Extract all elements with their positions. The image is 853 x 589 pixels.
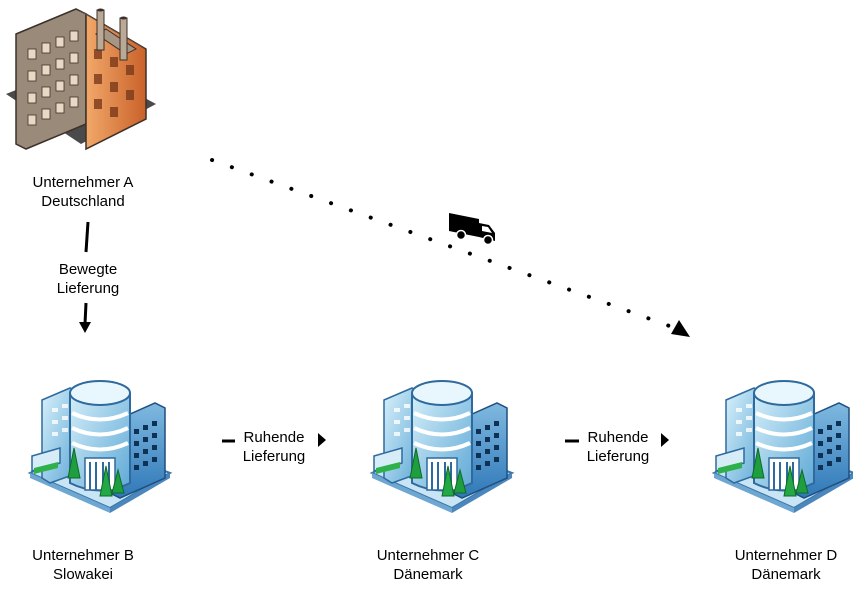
node-country: Dänemark <box>751 566 821 583</box>
edge-label-line: Lieferung <box>56 280 120 297</box>
node-label-c: Unternehmer C Dänemark <box>345 546 511 584</box>
edge-label-line: Ruhende <box>243 429 305 446</box>
node-label-a: Unternehmer A Deutschland <box>0 173 166 211</box>
truck-icon <box>448 212 496 246</box>
node-country: Dänemark <box>393 566 463 583</box>
office-building-icon <box>712 379 853 515</box>
node-name: Unternehmer D <box>734 547 838 564</box>
edge-label-a-to-b: Bewegte Lieferung <box>30 260 146 298</box>
arrow-c-to-d <box>565 433 669 447</box>
arrow-a-to-b <box>79 221 91 333</box>
edge-label-c-to-d: Ruhende Lieferung <box>560 428 676 466</box>
office-building-icon <box>370 379 514 515</box>
node-name: Unternehmer A <box>32 174 134 191</box>
node-name: Unternehmer C <box>376 547 480 564</box>
node-name: Unternehmer B <box>32 547 134 564</box>
node-country: Slowakei <box>52 566 114 583</box>
node-label-d: Unternehmer D Dänemark <box>703 546 853 584</box>
edge-label-line: Lieferung <box>242 448 306 465</box>
factory-icon <box>6 8 156 151</box>
edge-label-line: Ruhende <box>587 429 649 446</box>
edge-label-line: Lieferung <box>586 448 650 465</box>
arrow-b-to-c <box>222 433 326 447</box>
office-building-icon <box>28 379 172 515</box>
node-label-b: Unternehmer B Slowakei <box>0 546 166 584</box>
edge-label-line: Bewegte <box>58 261 118 278</box>
edge-label-b-to-c: Ruhende Lieferung <box>216 428 332 466</box>
dotted-arrow-a-to-d <box>210 158 690 337</box>
node-country: Deutschland <box>41 193 125 210</box>
